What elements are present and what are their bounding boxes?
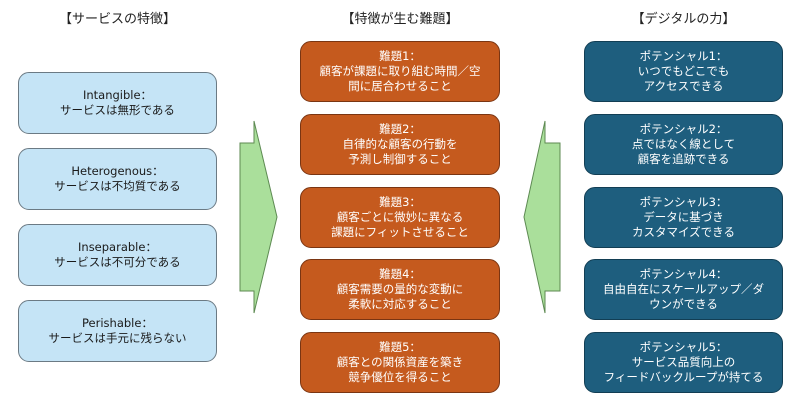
challenge-text-line: 顧客需要の量的な変動に	[336, 282, 464, 296]
challenge-text-line: 間に居合わせること	[348, 79, 452, 93]
feature-description: サービスは手元に残らない	[48, 331, 187, 345]
challenge-box-5: 難題5： 顧客との関係資産を築き 競争優位を得ること	[300, 332, 500, 393]
potential-title: ポテンシャル1：	[639, 49, 728, 63]
challenge-title: 難題1：	[379, 49, 421, 63]
challenge-text-line: 柔軟に対応すること	[348, 297, 452, 311]
feature-description: サービスは不可分である	[54, 255, 181, 269]
right-arrow-icon	[239, 120, 278, 314]
potential-box-3: ポテンシャル3： データに基づき カスタマイズできる	[584, 187, 783, 248]
potential-text-line: 点ではなく線として	[631, 137, 736, 151]
challenge-box-1: 難題1： 顧客が課題に取り組む時間／空 間に居合わせること	[300, 41, 500, 102]
potential-text-line: サービス品質向上の	[631, 355, 736, 369]
potential-text-line: アクセスできる	[643, 79, 724, 93]
challenge-text-line: 顧客との関係資産を築き	[336, 355, 464, 369]
feature-title: Perishable：	[82, 316, 153, 330]
feature-title: Intangible：	[82, 88, 153, 102]
potential-title: ポテンシャル5：	[639, 340, 728, 354]
challenge-text-line: 予測し制御すること	[348, 152, 452, 166]
potential-title: ポテンシャル2：	[639, 122, 728, 136]
challenge-title: 難題5：	[379, 340, 421, 354]
challenge-title: 難題3：	[379, 195, 421, 209]
feature-box-perishable: Perishable： サービスは手元に残らない	[18, 300, 217, 362]
feature-description: サービスは不均質である	[54, 179, 181, 193]
potential-box-5: ポテンシャル5： サービス品質向上の フィードバックループが持てる	[584, 332, 783, 393]
feature-title: Heterogenous：	[71, 164, 164, 178]
challenge-box-3: 難題3： 顧客ごとに微妙に異なる 課題にフィットさせること	[300, 187, 500, 248]
challenge-box-4: 難題4： 顧客需要の量的な変動に 柔軟に対応すること	[300, 259, 500, 320]
challenge-title: 難題4：	[379, 267, 421, 281]
challenge-text-line: 競争優位を得ること	[348, 370, 452, 384]
potentials-heading: 【デジタルの力】	[631, 12, 736, 27]
potential-text-line: データに基づき	[643, 210, 724, 224]
potential-box-4: ポテンシャル4： 自由自在にスケールアップ／ダ ウンができる	[584, 259, 783, 320]
features-heading: 【サービスの特徴】	[58, 12, 176, 27]
potential-text-line: 自由自在にスケールアップ／ダ	[603, 282, 764, 296]
challenge-text-line: 課題にフィットさせること	[331, 225, 469, 239]
challenges-heading: 【特徴が生む難題】	[341, 12, 459, 27]
feature-box-heterogenous: Heterogenous： サービスは不均質である	[18, 148, 217, 210]
challenge-box-2: 難題2： 自律的な顧客の行動を 予測し制御すること	[300, 114, 500, 175]
potential-text-line: フィードバックループが持てる	[603, 370, 764, 384]
potential-title: ポテンシャル3：	[639, 195, 728, 209]
left-arrow-icon	[523, 120, 561, 314]
challenge-title: 難題2：	[379, 122, 421, 136]
potential-text-line: カスタマイズできる	[632, 225, 735, 239]
feature-description: サービスは無形である	[60, 103, 175, 117]
feature-box-intangible: Intangible： サービスは無形である	[18, 72, 217, 134]
potential-text-line: いつでもどこでも	[637, 64, 730, 78]
potential-text-line: ウンができる	[649, 297, 718, 311]
potential-box-2: ポテンシャル2： 点ではなく線として 顧客を追跡できる	[584, 114, 783, 175]
potential-title: ポテンシャル4：	[639, 267, 728, 281]
feature-title: Inseparable：	[78, 240, 157, 254]
potential-text-line: 顧客を追跡できる	[637, 152, 730, 166]
potential-box-1: ポテンシャル1： いつでもどこでも アクセスできる	[584, 41, 783, 102]
feature-box-inseparable: Inseparable： サービスは不可分である	[18, 224, 217, 286]
challenge-text-line: 顧客が課題に取り組む時間／空	[319, 64, 481, 78]
challenge-text-line: 自律的な顧客の行動を	[342, 137, 458, 151]
challenge-text-line: 顧客ごとに微妙に異なる	[336, 210, 464, 224]
